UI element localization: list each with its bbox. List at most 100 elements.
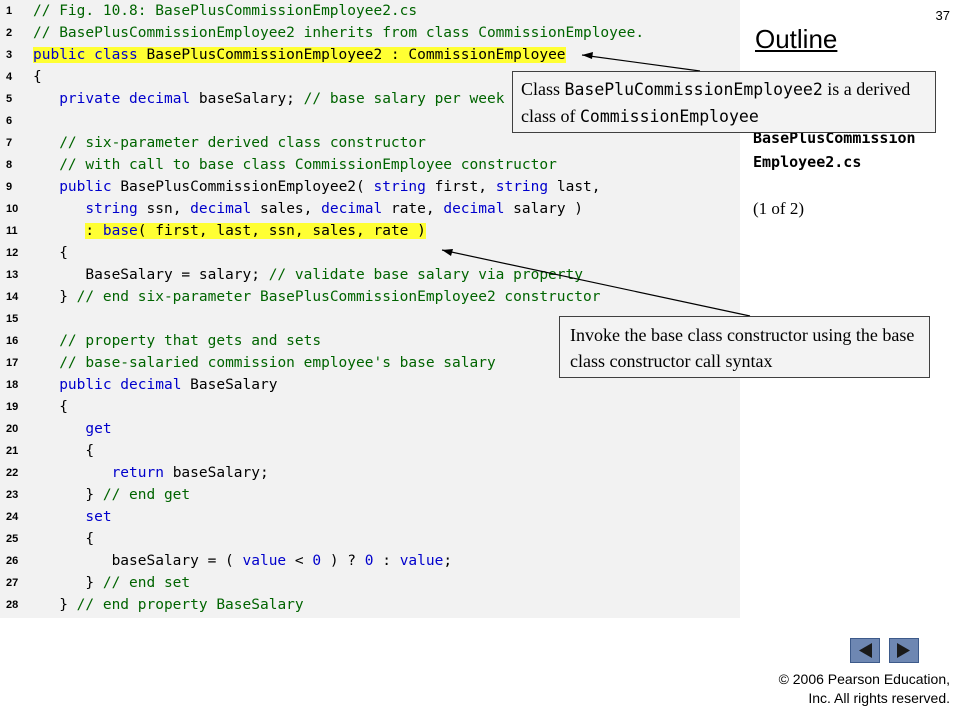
code-line: 21 { [0,440,740,462]
line-number: 26 [6,555,19,567]
slide-number: 37 [935,8,950,23]
triangle-left-icon [859,643,872,658]
line-number: 14 [6,291,19,303]
code-token: decimal [321,201,383,217]
code-text: // Fig. 10.8: BasePlusCommissionEmployee… [33,0,417,22]
code-token: string [85,201,138,217]
code-token: // six-parameter derived class construct… [59,135,426,151]
callout-class-code-2: CommissionEmployee [579,107,759,126]
previous-slide-button[interactable] [850,638,880,663]
code-text: set [33,506,112,528]
code-token: public decimal [59,377,182,393]
callout-base-constructor: Invoke the base class constructor using … [559,316,930,378]
code-line: 4{ [0,66,740,88]
code-line: 16 // property that gets and sets [0,330,740,352]
code-text: // base-salaried commission employee's b… [33,352,496,374]
callout-class-code-1: BasePluCommissionEmployee2 [564,80,823,99]
code-line: 28 } // end property BaseSalary [0,594,740,616]
code-text: public class BasePlusCommissionEmployee2… [33,44,566,66]
code-text: } // end set [33,572,190,594]
code-token: } [33,597,77,613]
code-token: // end get [102,487,191,503]
code-token: sales, [251,201,322,217]
line-number: 24 [6,511,19,523]
code-token: ( first, last, ssn, sales, rate ) [137,223,426,239]
code-token: 0 [312,553,322,569]
code-token: baseSalary; [190,91,304,107]
code-token: // base salary per week [303,91,505,107]
code-token: { [33,443,95,459]
code-token: ssn, [137,201,191,217]
line-number: 18 [6,379,19,391]
line-number: 5 [6,93,13,105]
code-text: return baseSalary; [33,462,269,484]
next-slide-button[interactable] [889,638,919,663]
line-number: 17 [6,357,19,369]
code-text: } // end six-parameter BasePlusCommissio… [33,286,600,308]
code-token: : [85,223,103,239]
code-token: public [59,179,112,195]
copyright-line2: Inc. All rights reserved. [808,690,950,706]
code-text: // with call to base class CommissionEmp… [33,154,557,176]
line-number: 13 [6,269,19,281]
page-indicator: (1 of 2) [753,199,804,218]
code-token: rate, [382,201,444,217]
callout-arrowhead-class [582,52,593,59]
outline-title[interactable]: Outline [755,24,838,54]
code-token: 0 [364,553,374,569]
copyright-notice: © 2006 Pearson Education, Inc. All rights… [779,670,950,708]
code-token: private decimal [59,91,191,107]
code-token: // validate base salary via property [268,267,583,283]
code-token: // base-salaried commission employee's b… [59,355,496,371]
code-token: : [373,553,400,569]
code-text: { [33,66,42,88]
line-number: 28 [6,599,19,611]
copyright-line1: © 2006 Pearson Education, [778,671,950,687]
code-text: public decimal BaseSalary [33,374,277,396]
code-token: // property that gets and sets [59,333,322,349]
line-number: 4 [6,71,13,83]
line-number: 15 [6,313,19,325]
line-number: 11 [6,225,18,237]
callout-arrowhead-base [442,249,453,256]
line-number: 20 [6,423,19,435]
code-token: value [399,553,444,569]
line-number: 16 [6,335,19,347]
code-token: } [33,487,103,503]
code-token: last, [548,179,601,195]
code-text: // property that gets and sets [33,330,321,352]
code-token: first, [425,179,496,195]
callout-class-text-1: Class [521,79,565,99]
line-number: 19 [6,401,19,413]
code-text: : base( first, last, ssn, sales, rate ) [33,220,426,242]
line-number: 12 [6,247,19,259]
line-number: 25 [6,533,19,545]
code-token: decimal [190,201,252,217]
line-number: 10 [6,203,19,215]
code-line: 3 public class BasePlusCommissionEmployee… [0,44,740,66]
callout-arrow-class [581,54,701,72]
code-token: < [286,553,313,569]
code-line: 20 get [0,418,740,440]
line-number: 3 [6,49,13,61]
code-line: 9 public BasePlusCommissionEmployee2( st… [0,176,740,198]
code-text: private decimal baseSalary; // base sala… [33,88,504,110]
code-line: 10 string ssn, decimal sales, decimal ra… [0,198,740,220]
code-line: 15 [0,308,740,330]
line-number: 8 [6,159,13,171]
code-token: set [85,509,112,525]
code-text: // six-parameter derived class construct… [33,132,426,154]
triangle-right-icon [897,643,910,658]
code-line: 11 : base( first, last, ssn, sales, rate… [0,220,740,242]
code-line: 2// BasePlusCommissionEmployee2 inherits… [0,22,740,44]
code-text: } // end get [33,484,190,506]
code-token: baseSalary; [163,465,269,481]
line-number: 27 [6,577,19,589]
code-token: } [33,289,77,305]
code-token: BaseSalary [181,377,278,393]
code-token: { [33,399,68,415]
code-text: // BasePlusCommissionEmployee2 inherits … [33,22,644,44]
code-line: 18 public decimal BaseSalary [0,374,740,396]
file-name-line2: Employee2.cs [753,153,862,171]
code-line: 5 private decimal baseSalary; // base sa… [0,88,740,110]
